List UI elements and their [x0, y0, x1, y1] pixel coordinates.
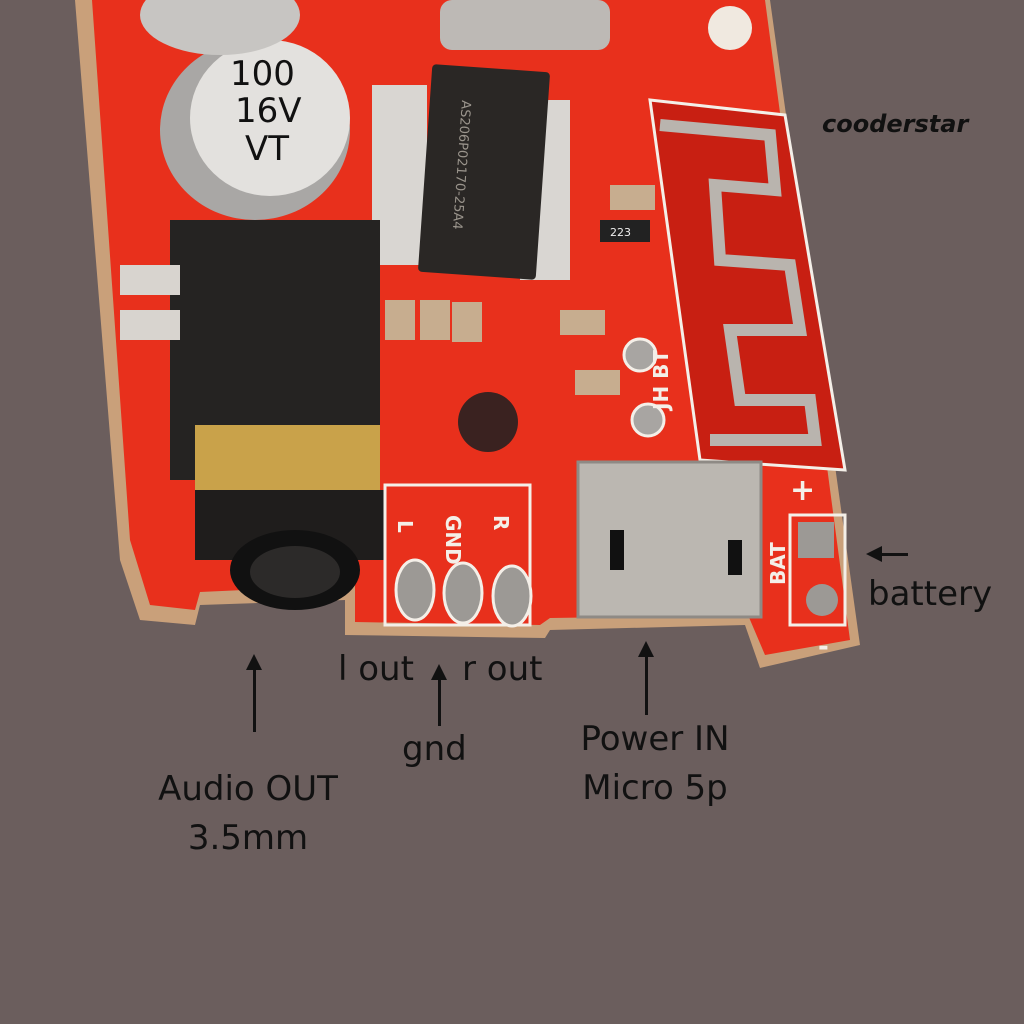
micro-usb-port [576, 460, 763, 619]
arrow-power-in [638, 641, 654, 715]
label-battery: battery [868, 574, 993, 614]
silk-plus: + [790, 473, 815, 508]
silk-bat: BAT [766, 542, 790, 585]
resistor-code: 223 [610, 226, 631, 239]
capacitor: 100 16V VT [160, 40, 350, 220]
label-audio-out-title: Audio OUT [158, 769, 338, 809]
arrow-audio-out [246, 654, 262, 732]
silk-gnd: GND [441, 515, 465, 565]
label-gnd: gnd [402, 729, 467, 769]
silk-l: L [393, 520, 417, 533]
bluetooth-chip: AS206P02170-25A4 [372, 64, 570, 280]
capacitor-value: 100 [230, 54, 295, 94]
label-audio-out-size: 3.5mm [187, 818, 309, 859]
capacitor-series: VT [245, 129, 289, 169]
label-power-in-type: Micro 5p [582, 768, 728, 809]
label-audio-out: Audio OUT 3.5mm [148, 765, 348, 864]
silk-r: R [489, 515, 513, 530]
label-l-out: l out [338, 649, 414, 689]
label-power-in-title: Power IN [580, 719, 730, 759]
silk-jh-bt: JH BT [649, 350, 673, 412]
audio-jack [120, 220, 385, 610]
label-r-out: r out [462, 649, 543, 689]
arrow-battery [866, 546, 908, 562]
label-power-in: Power IN Micro 5p [560, 715, 750, 814]
arrow-gnd [431, 664, 447, 726]
watermark: cooderstar [822, 110, 969, 138]
silk-minus: - [818, 632, 829, 662]
capacitor-voltage: 16V [235, 91, 302, 131]
